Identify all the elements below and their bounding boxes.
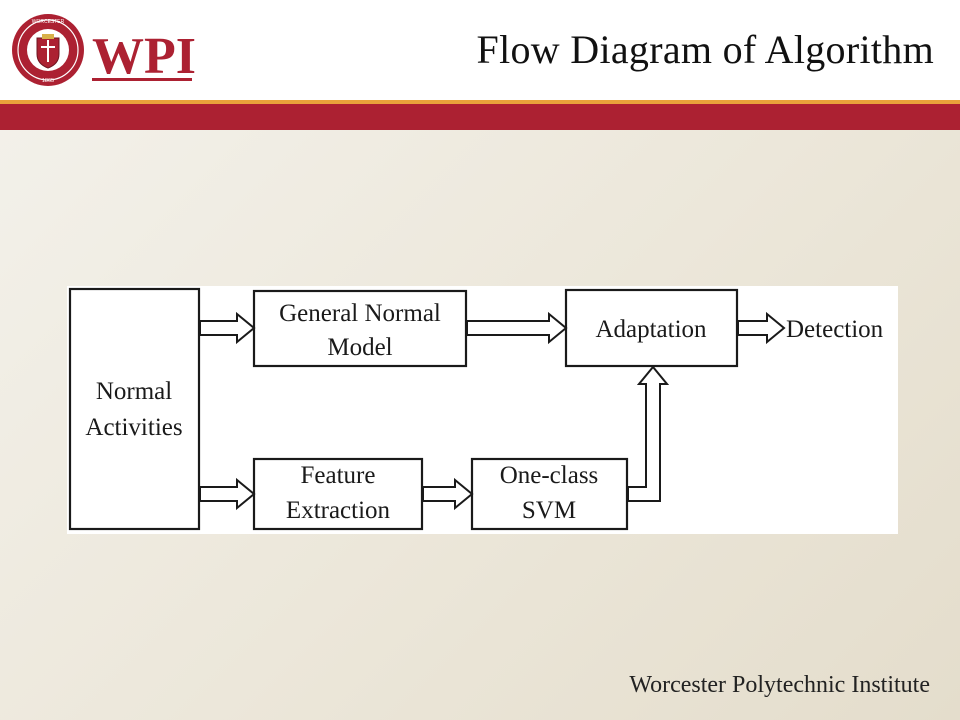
- label-normal-activities-2: Activities: [85, 414, 182, 441]
- wpi-seal-icon: WORCESTER 1865: [12, 14, 84, 86]
- arrow-svm-to-adaptation: [627, 365, 670, 502]
- header-brand-band: [0, 104, 960, 130]
- label-one-class-svm-1: One-class: [500, 462, 599, 489]
- slide-title: Flow Diagram of Algorithm: [476, 27, 934, 72]
- footer-institution-name: Worcester Polytechnic Institute: [629, 672, 930, 698]
- wpi-wordmark: WPI: [92, 28, 196, 85]
- label-detection: Detection: [786, 316, 884, 343]
- label-feature-extraction-2: Extraction: [286, 497, 391, 524]
- slide-header: WORCESTER 1865 WPI Flow Diagram of Algor…: [0, 0, 960, 100]
- label-one-class-svm-2: SVM: [522, 497, 576, 524]
- arrow-model-to-adaptation: [466, 311, 568, 345]
- label-feature-extraction-1: Feature: [301, 462, 376, 489]
- label-adaptation: Adaptation: [595, 316, 707, 343]
- arrow-activities-to-model: [199, 311, 256, 345]
- wpi-logo: WORCESTER 1865 WPI: [12, 14, 196, 86]
- node-normal-activities: [68, 287, 201, 531]
- arrow-adaptation-to-detection: [737, 311, 786, 345]
- label-general-normal-model-1: General Normal: [279, 300, 441, 327]
- flow-diagram: Normal Activities General Normal Model A…: [67, 286, 898, 534]
- label-normal-activities-1: Normal: [96, 378, 172, 405]
- svg-text:WORCESTER: WORCESTER: [32, 19, 65, 25]
- svg-text:1865: 1865: [42, 78, 54, 84]
- label-general-normal-model-2: Model: [327, 334, 392, 361]
- arrow-activities-to-feature: [199, 477, 256, 511]
- header-accent-stripe: [0, 100, 960, 104]
- arrow-feature-to-svm: [422, 477, 474, 511]
